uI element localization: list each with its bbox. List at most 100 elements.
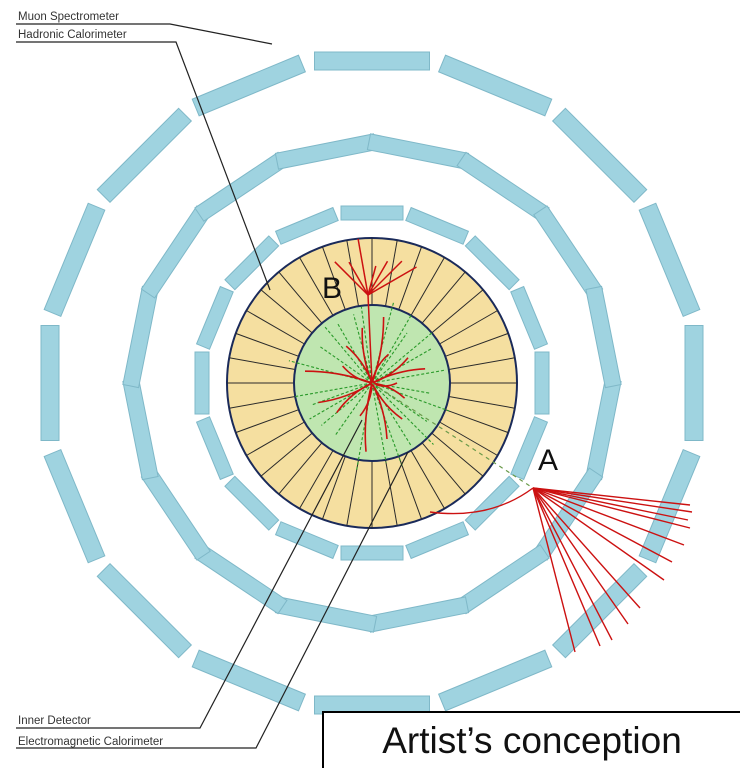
jet-b-track-2: [367, 260, 403, 296]
muon-chamber-r1-7: [122, 377, 159, 481]
em-track-11: [360, 306, 373, 384]
hadronic-segment-26: [346, 240, 359, 307]
em-track-13: [371, 332, 408, 384]
muon-chamber-r1-10: [194, 151, 288, 222]
hadronic-segment-1: [448, 396, 515, 409]
muon-spectrometer-leader: [16, 23, 273, 45]
em-track-21: [371, 382, 434, 445]
hadronic-segment-15: [246, 421, 305, 456]
muon-chamber-r0-2: [464, 475, 520, 531]
jet-b-track-0: [367, 265, 377, 296]
hadronic-segment-20: [235, 332, 299, 357]
hadronic-segment-5: [421, 442, 466, 495]
vertex-track-11: [361, 327, 373, 384]
jet-a-track-4: [532, 487, 685, 546]
muon-chamber-r1-8: [122, 285, 159, 389]
muon-chamber-r1-15: [585, 285, 622, 389]
hadronic-segment-32: [431, 289, 484, 334]
jet-a-track-2: [532, 487, 689, 521]
inner-detector-leader: [16, 419, 363, 729]
inner-detector-label: Inner Detector: [18, 715, 91, 727]
hadronic-segment-31: [421, 271, 466, 324]
muon-chamber-r0-6: [224, 475, 280, 531]
jet-a-track-0: [532, 487, 691, 506]
jet-a-track-1: [532, 487, 693, 513]
hadronic-segment-2: [445, 409, 509, 434]
jet-a-track-9: [532, 487, 613, 641]
em-track-22: [311, 382, 373, 406]
muon-chamber-r2-10: [96, 107, 193, 204]
muon-chamber-r1-13: [456, 151, 550, 222]
muon-chamber-r0-14: [464, 235, 520, 291]
muon-chamber-r1-14: [533, 205, 604, 299]
muon-chambers: [40, 51, 704, 715]
em-track-3: [371, 382, 387, 463]
hadronic-segment-6: [410, 450, 445, 509]
hadronic-segment-30: [410, 257, 445, 316]
muon-chamber-r0-3: [405, 521, 470, 560]
muon-chamber-r0-8: [194, 351, 210, 415]
muon-chamber-r2-11: [191, 54, 307, 117]
muon-chamber-r2-7: [43, 448, 106, 564]
muon-chamber-r2-6: [96, 562, 193, 659]
muon-chamber-r2-14: [551, 107, 648, 204]
jet-b-track-5: [334, 261, 369, 296]
hadronic-segment-35: [448, 357, 515, 370]
muon-chamber-r1-6: [140, 467, 211, 561]
caption-box: Artist’s conception: [322, 711, 740, 768]
jet-b-track-3: [357, 238, 369, 296]
jet-a-track-10: [532, 487, 601, 647]
jet-a-track-5: [532, 487, 673, 563]
muon-chamber-r0-7: [195, 416, 234, 481]
muon-chamber-r1-11: [274, 133, 378, 170]
hadronic-segment-13: [278, 442, 323, 495]
jet-a-track-6: [532, 487, 665, 581]
muon-chamber-r0-12: [340, 205, 404, 221]
muon-chamber-r2-8: [40, 325, 60, 441]
hadronic-segments: [227, 238, 517, 528]
em-track-20: [371, 313, 413, 384]
particle-tracks: [304, 238, 693, 653]
muon-spectrometer-label: Muon Spectrometer: [18, 11, 119, 23]
muon-chamber-r1-0: [585, 377, 622, 481]
muon-chamber-r2-5: [191, 649, 307, 712]
hadronic-segment-12: [299, 450, 334, 509]
vertex-track-4: [364, 382, 373, 452]
vertex-track-13: [371, 353, 390, 384]
hadronic-segment-25: [321, 246, 346, 310]
em-track-16: [371, 382, 450, 412]
hadronic-segment-29: [398, 246, 423, 310]
vertex-track-1: [371, 382, 406, 399]
jet-a-curl-track: [429, 487, 534, 515]
em-track-8: [288, 360, 373, 384]
hadronic-segment-7: [398, 456, 423, 520]
electromagnetic-calorimeter-label: Electromagnetic Calorimeter: [18, 736, 163, 748]
em-track-24: [371, 332, 433, 384]
hadronic-segment-19: [229, 357, 296, 370]
em-track-15: [371, 369, 446, 384]
hadronic-segment-10: [346, 459, 359, 526]
jet-a-label: A: [538, 444, 558, 477]
hadronic-segment-34: [445, 332, 509, 357]
jet-b-label: B: [322, 272, 342, 305]
hadronic-segment-17: [229, 396, 296, 409]
hadronic-segment-4: [431, 432, 484, 477]
hadronic-segment-3: [439, 421, 498, 456]
vertex-track-15: [371, 368, 426, 384]
hadronic-segment-14: [260, 432, 313, 477]
em-track-12: [371, 301, 395, 384]
muon-chamber-r2-3: [437, 649, 553, 712]
em-track-18: [321, 382, 373, 426]
hadronic-segment-33: [439, 310, 498, 345]
em-tracks: [288, 301, 450, 470]
muon-chamber-r1-12: [366, 133, 470, 170]
muon-chamber-r1-2: [456, 544, 550, 615]
em-track-14: [371, 348, 432, 384]
jet-a-track-7: [532, 487, 641, 609]
jet-a-flight-path: [371, 382, 534, 489]
hadronic-segment-22: [260, 289, 313, 334]
muon-chamber-r0-15: [510, 285, 549, 350]
hadronic-calorimeter-label: Hadronic Calorimeter: [18, 29, 127, 41]
vertex-track-7: [318, 382, 373, 404]
